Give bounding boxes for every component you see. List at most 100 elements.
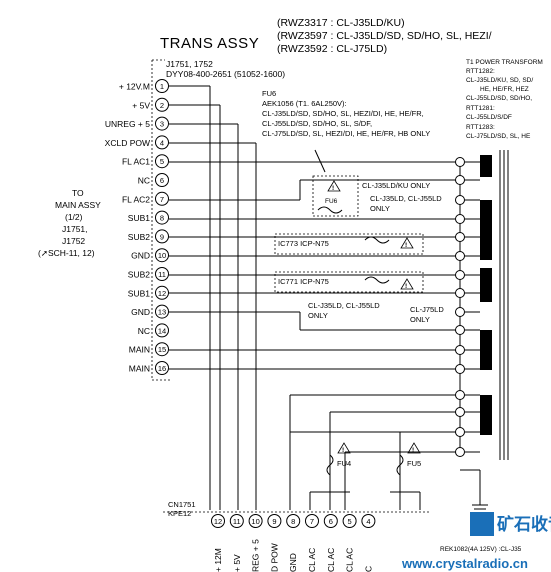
pin-circle: [155, 361, 169, 375]
terminal-circle: [455, 427, 465, 437]
svg-text:IC771 ICP-N75: IC771 ICP-N75: [278, 277, 329, 286]
svg-text:CN1751: CN1751: [168, 500, 196, 509]
connector-pin: 8 SUB1: [128, 210, 169, 225]
terminal-circle: [455, 175, 465, 185]
bottom-pin-number: 4: [366, 517, 370, 526]
pin-circle: [155, 323, 169, 338]
bottom-pin-number: 9: [272, 517, 276, 526]
wiring: [169, 85, 488, 510]
connector-pin: 6NC: [138, 173, 169, 187]
svg-text:CL-J35LD, CL-J55LD: CL-J35LD, CL-J55LD: [370, 194, 442, 203]
connector-pin: 12 SUB1: [128, 285, 169, 300]
bottom-part-note: REK1082(4A 125V) :CL-J35: [440, 546, 522, 553]
warning-triangle-icon: [400, 237, 414, 249]
terminal-circle: [455, 251, 465, 261]
pin-label: FL AC1: [122, 157, 150, 167]
svg-text:T1 POWER TRANSFORM: T1 POWER TRANSFORM: [466, 59, 543, 66]
ic773-block: IC773 ICP-N75 !: [274, 233, 424, 255]
bottom-pin-circle: [267, 514, 282, 528]
pin-circle: [155, 154, 169, 169]
bottom-pin-number: 12: [214, 517, 222, 526]
connector-part: DYY08-400-2651 (51052-1600): [166, 69, 285, 79]
svg-text:J1752: J1752: [62, 236, 85, 246]
svg-text:MAIN ASSY: MAIN ASSY: [55, 200, 101, 210]
bottom-pin-label: C: [363, 566, 373, 572]
to-main-assy-note: TO MAIN ASSY (1/2) J1751, J1752 (➚SCH-11…: [38, 188, 101, 258]
terminal-circle: [455, 364, 465, 374]
watermark: 矿石收音机 www.crystalradio.cn: [401, 512, 551, 571]
pin-number: 8: [160, 214, 164, 223]
pin-circle: [155, 248, 169, 263]
svg-text:(1/2): (1/2): [65, 212, 83, 222]
pin-label: SUB1: [128, 213, 150, 223]
pin-number: 11: [158, 270, 166, 279]
bottom-pin-circle: [342, 514, 357, 528]
pin-label: GND: [131, 307, 150, 317]
svg-text:FU6: FU6: [325, 198, 338, 205]
svg-text:!: !: [412, 447, 414, 454]
bottom-pin-number: 8: [291, 517, 295, 526]
bottom-pin-label: + 5V: [232, 554, 242, 572]
pin-number: 14: [158, 326, 166, 335]
bottom-pin-label: GND: [288, 553, 298, 572]
connector-pin: 2+ 5V: [132, 97, 169, 112]
pin-number: 12: [158, 289, 166, 298]
bottom-pin-circle: [229, 514, 244, 528]
svg-text:ONLY: ONLY: [410, 315, 430, 324]
pin-number: 15: [158, 345, 166, 354]
pin-number: 3: [160, 120, 164, 129]
pin-circle: [155, 191, 169, 206]
bottom-pin-circle: [248, 514, 263, 528]
pin-number: 4: [160, 138, 164, 147]
svg-text:!: !: [405, 283, 407, 290]
pin-circle: [155, 229, 169, 244]
fu4-fuse: ! FU4: [326, 442, 351, 476]
svg-text:!: !: [342, 447, 344, 454]
bottom-pin-number: 5: [348, 517, 352, 526]
svg-text:ONLY: ONLY: [370, 204, 390, 213]
pin-label: NC: [138, 326, 150, 336]
bottom-pin-circle: [323, 514, 338, 528]
svg-text:KPE12: KPE12: [168, 509, 191, 518]
svg-text:RTT1282:: RTT1282:: [466, 68, 495, 75]
svg-text:CL-J35LD/KU, SD, SD/: CL-J35LD/KU, SD, SD/: [466, 77, 533, 84]
fuse-info-block: FU6 AEK1056 (T1. 6AL250V): CL-J35LD/SD, …: [262, 89, 430, 138]
svg-text:矿石收音机: 矿石收音机: [497, 514, 551, 534]
right-terminals: [455, 157, 480, 457]
pin-circle: [155, 173, 169, 187]
connector-pin: 1+ 12V.M: [119, 79, 169, 93]
connector-pin: 13 GND: [131, 304, 169, 319]
bottom-pin-label: CL AC: [326, 548, 336, 572]
model-line-1: (RWZ3317 : CL-J35LD/KU): [277, 17, 405, 29]
pin-label: SUB1: [128, 288, 150, 298]
pin-circle: [155, 97, 169, 112]
pin-circle: [155, 304, 169, 319]
model-line-2: (RWZ3597 : CL-J35LD/SD, SD/HO, SL, HEZI/: [277, 30, 492, 42]
svg-text:J1751,: J1751,: [62, 224, 88, 234]
terminal-circle: [455, 390, 465, 400]
bottom-pin-circle: [361, 514, 376, 528]
pin-label: FL AC2: [122, 194, 150, 204]
pin-label: + 12V.M: [119, 82, 150, 92]
pin-label: SUB2: [128, 270, 150, 280]
transformer-windings: [480, 150, 509, 460]
terminal-circle: [455, 345, 465, 355]
pin-circle: [155, 210, 169, 225]
svg-text:ONLY: ONLY: [308, 311, 328, 320]
terminal-circle: [455, 288, 465, 298]
bottom-pin-label: CL AC: [345, 548, 355, 572]
bottom-pin-number: 10: [251, 517, 259, 526]
pin-label: NC: [138, 176, 150, 186]
bottom-pin-label: + 12M: [213, 548, 223, 572]
pin-number: 9: [160, 232, 164, 241]
pin-label: MAIN: [129, 345, 150, 355]
pin-circle: [155, 135, 169, 150]
pin-label: MAIN: [129, 364, 150, 374]
bottom-pin-label: CL AC: [307, 548, 317, 572]
pin-number: 13: [158, 308, 166, 317]
